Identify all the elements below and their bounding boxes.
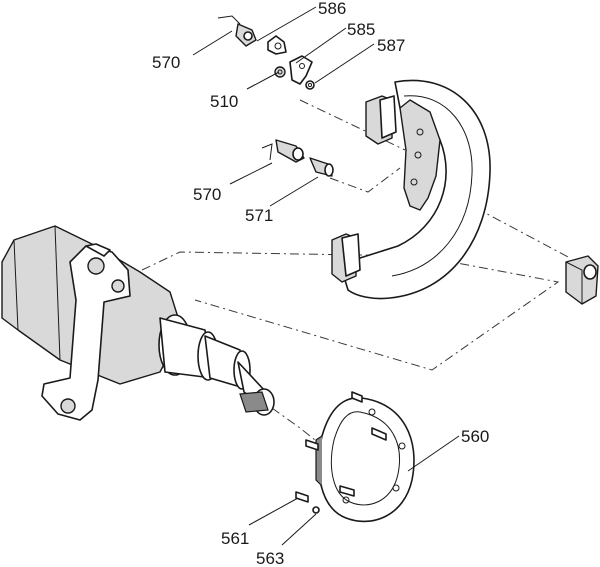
axle-knuckle [1, 225, 275, 421]
label-570-upper: 570 [152, 53, 180, 72]
label-510: 510 [210, 92, 238, 111]
label-560: 560 [461, 427, 489, 446]
label-587: 587 [377, 36, 405, 55]
clamp-block [565, 255, 599, 305]
label-563: 563 [256, 549, 284, 567]
ring-bolts [295, 391, 387, 514]
tone-ring-560 [315, 397, 415, 523]
assembly-lines [141, 99, 571, 445]
sleeve-571 [309, 157, 334, 177]
leader-lines [192, 6, 460, 546]
label-571: 571 [245, 206, 273, 225]
sensor-570-upper [217, 15, 257, 47]
label-586: 586 [318, 0, 346, 18]
label-561: 561 [221, 529, 249, 548]
washer-510 [274, 66, 286, 78]
clip-586 [267, 35, 287, 55]
bracket-585 [289, 55, 313, 85]
part-labels: 586 585 587 570 510 570 571 560 561 563 [152, 0, 489, 567]
sensor-570-lower [261, 139, 305, 163]
label-570-lower: 570 [193, 185, 221, 204]
brake-backing-plate [331, 79, 491, 300]
washer-587 [305, 80, 315, 90]
label-585: 585 [347, 20, 375, 39]
